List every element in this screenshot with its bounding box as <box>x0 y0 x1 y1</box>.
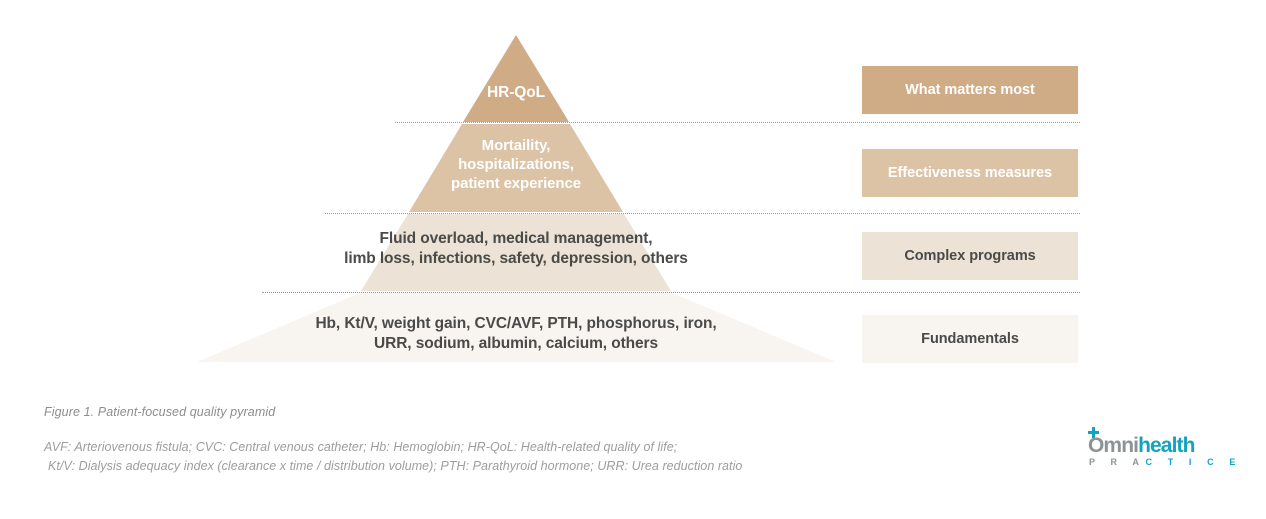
tier-divider-3 <box>262 292 1080 293</box>
pyramid-tier-2-shape <box>409 124 623 212</box>
pyramid-tier-2-text: Mortaility, hospitalizations, patient ex… <box>451 137 581 193</box>
medical-cross-icon <box>1088 427 1099 438</box>
logo-omni-text: Omni <box>1088 434 1139 457</box>
omnihealth-practice-logo: Omnihealth P R AC T I C E <box>1088 427 1235 475</box>
figure-footnotes: AVF: Arteriovenous fistula; CVC: Central… <box>44 438 742 477</box>
logo-health-text: health <box>1138 434 1195 457</box>
pyramid-tier-3-text: Fluid overload, medical management, limb… <box>344 230 688 267</box>
footnote-line-2: Kt/V: Dialysis adequacy index (clearance… <box>48 459 743 474</box>
pyramid-diagram: HR-QoL Mortaility, hospitalizations, pat… <box>197 35 1080 362</box>
tier-label-complex-programs: Complex programs <box>862 232 1078 280</box>
footnote-line-1: AVF: Arteriovenous fistula; CVC: Central… <box>44 440 678 454</box>
pyramid-tier-4-text: Hb, Kt/V, weight gain, CVC/AVF, PTH, pho… <box>315 315 717 352</box>
tier-label-fundamentals: Fundamentals <box>862 315 1078 363</box>
figure-caption: Figure 1. Patient-focused quality pyrami… <box>44 405 276 419</box>
pyramid-tier-4-shape <box>197 293 836 362</box>
tier-label-what-matters-most: What matters most <box>862 66 1078 114</box>
tier-divider-2 <box>325 213 1080 214</box>
pyramid-tier-1-text: HR-QoL <box>487 84 545 101</box>
tier-label-effectiveness-measures: Effectiveness measures <box>862 149 1078 197</box>
logo-practice-part-2: C T I C E <box>1145 457 1242 467</box>
logo-practice-part-1: P R A <box>1089 457 1146 467</box>
pyramid-tier-3-shape <box>361 214 671 291</box>
pyramid-shape <box>197 35 836 362</box>
pyramid-tier-1-shape <box>463 35 569 122</box>
logo-wordmark: Omnihealth <box>1088 435 1195 456</box>
logo-practice-text: P R AC T I C E <box>1089 458 1242 467</box>
tier-divider-1 <box>395 122 1080 123</box>
